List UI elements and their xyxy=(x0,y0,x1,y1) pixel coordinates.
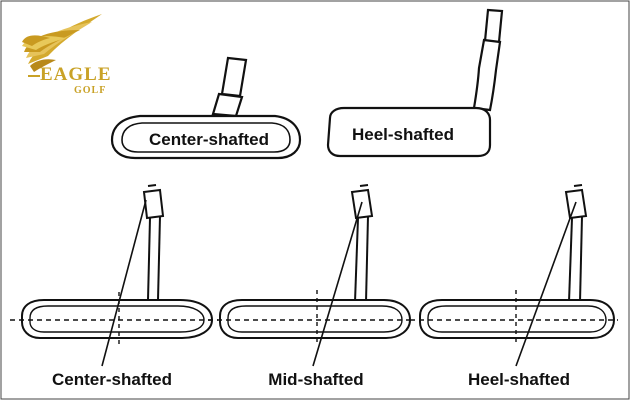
top-heel-shafted-label: Heel-shafted xyxy=(352,125,454,144)
top-center-head-outer xyxy=(110,114,302,160)
bottom-mid-leader-line xyxy=(312,201,363,367)
top-heel-hosel xyxy=(472,38,502,112)
bottom-heel-shaft-left xyxy=(568,217,573,303)
top-center-shafted-putter xyxy=(110,56,302,160)
bottom-center-shafted-putter xyxy=(10,184,218,367)
logo-brand-sub: GOLF xyxy=(74,85,106,96)
bottom-heel-head-inner xyxy=(427,305,607,333)
bottom-heel-leader-line xyxy=(515,201,577,367)
bottom-center-shaft-right xyxy=(157,215,161,301)
top-heel-shaft xyxy=(483,8,504,44)
bottom-mid-shaft-right xyxy=(365,215,369,303)
top-center-head-inner xyxy=(121,122,291,153)
bottom-heel-shafted-label: Heel-shafted xyxy=(468,370,570,389)
bottom-mid-shafted-putter xyxy=(208,184,414,367)
logo-brand-main: EAGLE xyxy=(40,64,112,85)
bottom-heel-shafted-putter xyxy=(410,184,618,367)
wing-icon xyxy=(22,14,102,72)
eagle-golf-logo: EAGLE GOLF xyxy=(22,14,112,96)
bottom-mid-shaft-left xyxy=(354,217,359,303)
bottom-center-shaft-left xyxy=(147,217,151,301)
bottom-heel-head-outer xyxy=(419,299,616,339)
bottom-center-grip xyxy=(142,188,165,220)
bottom-center-leader-line xyxy=(101,199,147,367)
bottom-mid-shafted-label: Mid-shafted xyxy=(268,370,363,389)
bottom-center-shafted-label: Center-shafted xyxy=(52,370,172,389)
top-heel-shafted-putter xyxy=(326,8,504,158)
top-center-hosel xyxy=(211,92,244,118)
top-center-shafted-label: Center-shafted xyxy=(149,130,269,149)
top-center-shaft xyxy=(220,56,248,98)
top-heel-head xyxy=(326,106,492,158)
bottom-heel-shaft-right xyxy=(579,215,583,303)
